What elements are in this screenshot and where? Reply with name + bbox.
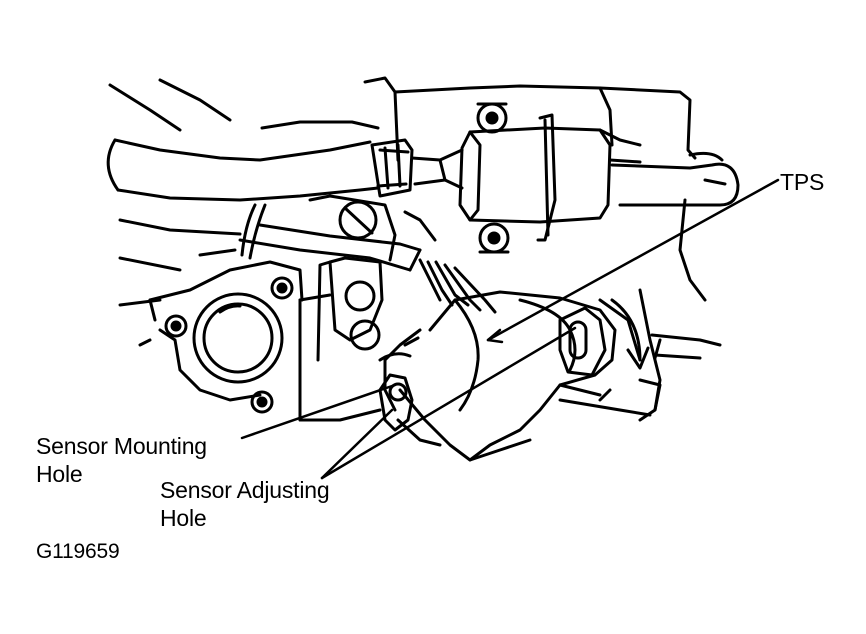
sensor-adjusting-hole-line-1: Sensor Adjusting <box>160 477 330 503</box>
right-pipe <box>610 151 740 207</box>
right-lever <box>638 333 722 412</box>
sensor-mounting-lug <box>378 373 442 447</box>
sensor-mounting-hole-label: Sensor Mounting Hole <box>36 432 207 488</box>
vacuum-hose <box>106 78 380 236</box>
figure-code: G119659 <box>36 540 120 563</box>
throttle-body-housing <box>363 76 707 422</box>
sensor-mounting-hole-line-2: Hole <box>36 461 83 487</box>
solenoid-valve <box>458 102 642 254</box>
tps-label: TPS <box>780 168 824 196</box>
sensor-adjusting-hole-label: Sensor Adjusting Hole <box>160 476 330 532</box>
rotation-arrow <box>610 298 650 370</box>
hose-clamp <box>370 138 414 198</box>
sensor-adjusting-slot <box>558 298 642 377</box>
sensor-mounting-hole-line-1: Sensor Mounting <box>36 433 207 459</box>
throttle-block <box>298 256 384 422</box>
tps-label-text: TPS <box>780 169 825 195</box>
sensor-adjusting-hole-line-2: Hole <box>160 505 207 531</box>
fitting <box>410 148 464 190</box>
mounting-flange <box>118 256 304 422</box>
wire-harness <box>198 203 497 314</box>
leader-lines <box>240 178 780 480</box>
